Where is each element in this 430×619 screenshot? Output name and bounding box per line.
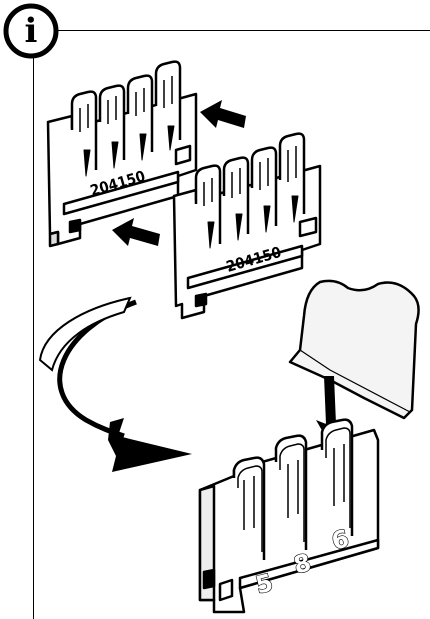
info-glyph: i <box>24 11 38 51</box>
top-rule <box>56 30 430 31</box>
info-badge: i <box>3 3 59 59</box>
connector-part-1 <box>46 60 198 248</box>
insert-arrow-1 <box>200 100 246 128</box>
connector-part-3 <box>198 418 380 614</box>
rotate-curve-arrow <box>57 299 137 439</box>
rotate-arrowhead <box>108 418 192 472</box>
slot-number-5: 5 <box>253 568 276 599</box>
insert-arrow-2 <box>112 218 160 246</box>
rotate-curve-band <box>38 296 132 372</box>
info-icon <box>3 3 59 59</box>
hand-pressing-block <box>288 279 420 420</box>
slot-number-8: 8 <box>291 548 314 579</box>
connector-part-2 <box>172 132 322 320</box>
left-rule <box>33 58 34 619</box>
